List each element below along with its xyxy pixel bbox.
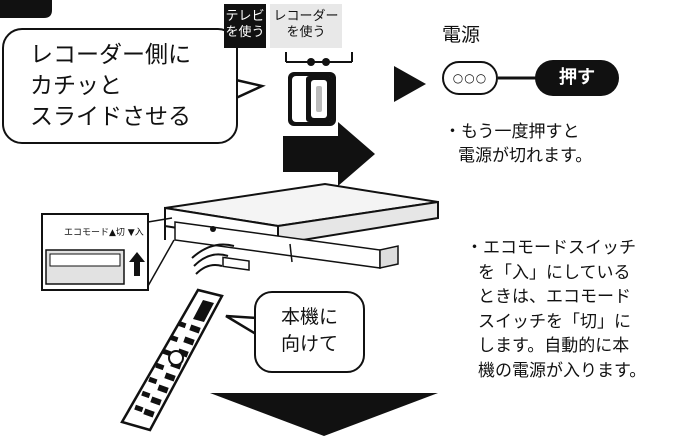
remote-callout-tail <box>225 314 257 336</box>
eco-switch-label: エコモード▲切 ▼入 <box>64 228 144 238</box>
power-button-icon: ○○○ <box>442 61 498 95</box>
signal-waves-icon <box>191 243 235 275</box>
slide-direction-arrow-icon <box>283 122 375 186</box>
press-label: 押す <box>535 60 619 96</box>
slide-switch-icon <box>288 72 336 126</box>
power-off-note: ・もう一度押すと 電源が切れます。 <box>444 122 593 166</box>
eco-mode-note: ・エコモードスイッチ を「入」にしている ときは、エコモード スイッチを「切」に… <box>466 238 647 381</box>
next-step-arrow-icon <box>394 66 426 102</box>
switch-label-tv: テレビ を使う <box>224 4 266 48</box>
callout-line: レコーダー側に <box>30 42 191 68</box>
switch-pointer-icon <box>285 52 353 66</box>
remote-control-illustration <box>120 288 224 432</box>
callout-line: スライドさせる <box>30 104 191 130</box>
switch-label-recorder: レコーダー を使う <box>270 4 342 48</box>
next-step-down-arrow-icon <box>210 393 438 436</box>
corner-tab-icon <box>0 0 52 18</box>
recorder-illustration <box>164 182 439 271</box>
instruction-callout: レコーダー側に カチッと スライドさせる <box>2 28 238 144</box>
power-title: 電源 <box>442 24 481 46</box>
callout-line: カチッと <box>30 73 122 99</box>
callout-tail <box>235 78 266 100</box>
remote-callout: 本機に 向けて <box>254 291 365 373</box>
eco-switch-inset <box>41 213 175 291</box>
switch-up-arrow-icon <box>129 252 145 276</box>
